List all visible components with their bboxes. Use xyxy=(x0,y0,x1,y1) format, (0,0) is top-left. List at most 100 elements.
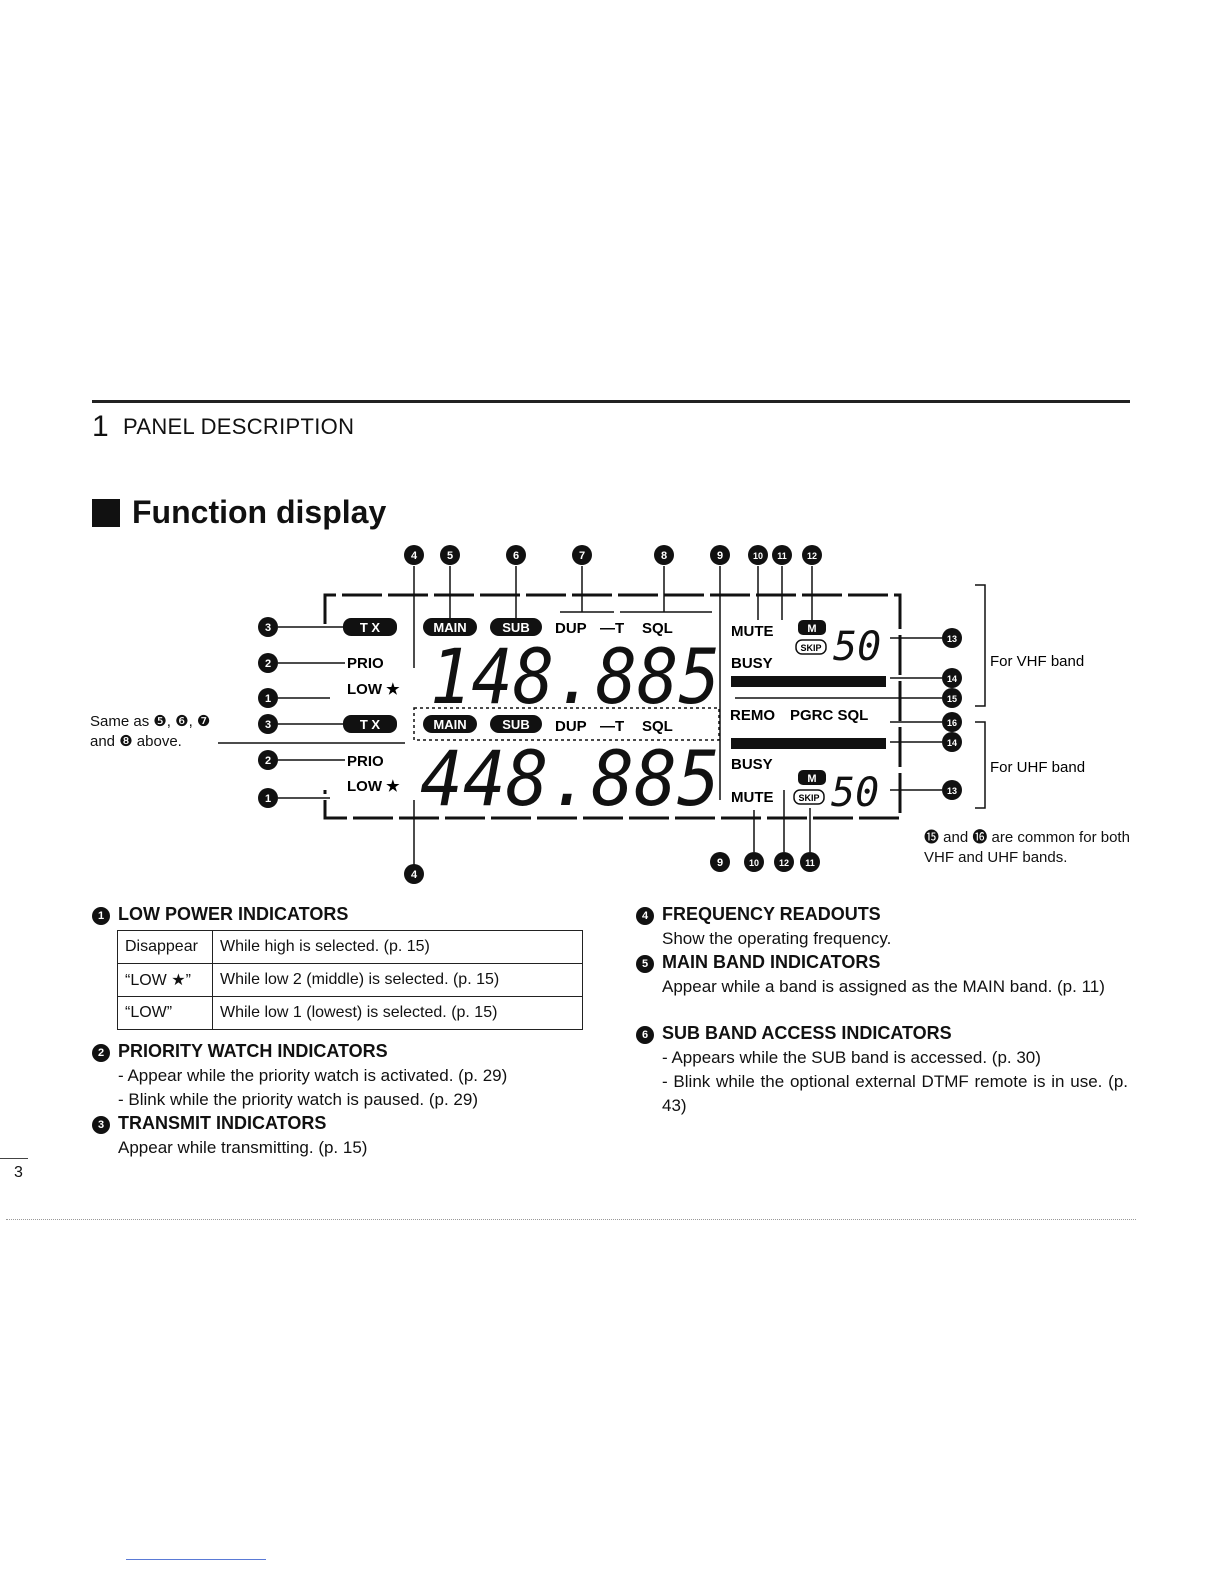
priority-line-1: - Appear while the priority watch is act… xyxy=(118,1066,508,1085)
table-cell: While low 2 (middle) is selected. (p. 15… xyxy=(212,963,583,997)
for-uhf-label: For UHF band xyxy=(990,759,1085,776)
callout-5: 5 xyxy=(447,550,453,562)
prio-indicator-uhf: PRIO xyxy=(347,753,384,770)
prio-indicator-vhf: PRIO xyxy=(347,655,384,672)
mute-indicator-vhf: MUTE xyxy=(731,623,774,640)
callout-4-bottom: 4 xyxy=(411,869,418,881)
s-meter-uhf xyxy=(731,738,886,749)
callout-4: 4 xyxy=(411,550,418,562)
frequency-line-1: Show the operating frequency. xyxy=(662,929,892,948)
page-number: 3 xyxy=(14,1164,23,1181)
callout-16: 16 xyxy=(947,718,957,728)
tx-indicator-vhf: T X xyxy=(360,620,381,635)
tone-indicator-common: —T xyxy=(600,718,624,735)
dup-indicator-common: DUP xyxy=(555,718,587,735)
callout-9-bottom: 9 xyxy=(717,857,723,869)
callout-2-vhf: 2 xyxy=(265,658,271,670)
section-title-text: Function display xyxy=(132,494,387,530)
priority-line-2: - Blink while the priority watch is paus… xyxy=(118,1090,478,1109)
callout-9: 9 xyxy=(717,550,723,562)
table-row: “LOW ★”While low 2 (middle) is selected.… xyxy=(117,963,583,997)
item-3-marker: 3 xyxy=(92,1116,110,1134)
callout-13-uhf: 13 xyxy=(947,786,957,796)
busy-indicator-vhf: BUSY xyxy=(731,655,773,672)
frequency-readout-uhf: 448.885 xyxy=(420,734,720,823)
tx-indicator-uhf: T X xyxy=(360,717,381,732)
skip-indicator-uhf: SKIP xyxy=(798,793,819,803)
sub-indicator-common: SUB xyxy=(502,717,529,732)
callout-1-uhf: 1 xyxy=(265,793,271,805)
callout-12: 12 xyxy=(807,551,817,561)
callout-7: 7 xyxy=(579,550,585,562)
callout-2-uhf: 2 xyxy=(265,755,271,767)
function-display-diagram: 4 5 6 7 8 9 10 11 12 3 2 1 3 2 1 13 14 1… xyxy=(218,545,1085,884)
callout-11-bottom: 11 xyxy=(805,858,815,868)
callout-10: 10 xyxy=(753,551,763,561)
remo-indicator: REMO xyxy=(730,707,775,724)
callout-14-uhf: 14 xyxy=(947,738,957,748)
scan-artifact-line xyxy=(6,1219,1136,1220)
callout-15: 15 xyxy=(947,694,957,704)
low-power-title: LOW POWER INDICATORS xyxy=(118,904,349,924)
channel-readout-vhf: 50 xyxy=(833,624,881,670)
callout-14-vhf: 14 xyxy=(947,674,957,684)
sql-indicator-common: SQL xyxy=(642,718,673,735)
low-indicator-vhf: LOW ★ xyxy=(347,681,400,698)
tone-indicator-vhf: —T xyxy=(600,620,624,637)
table-cell: Disappear xyxy=(117,930,213,964)
callout-10-bottom: 10 xyxy=(749,858,759,868)
dup-indicator-vhf: DUP xyxy=(555,620,587,637)
sub-band-title: SUB BAND ACCESS INDICATORS xyxy=(662,1023,952,1043)
sub-band-heading: 6 SUB BAND ACCESS INDICATORS xyxy=(636,1023,952,1044)
callout-3-uhf: 3 xyxy=(265,719,271,731)
item-4-marker: 4 xyxy=(636,907,654,925)
busy-indicator-uhf: BUSY xyxy=(731,756,773,773)
frequency-title: FREQUENCY READOUTS xyxy=(662,904,881,924)
priority-heading: 2 PRIORITY WATCH INDICATORS xyxy=(92,1041,388,1062)
main-indicator-vhf: MAIN xyxy=(433,620,466,635)
sub-band-line-1: - Appears while the SUB band is accessed… xyxy=(662,1048,1041,1067)
chapter-number: 1 xyxy=(92,410,109,443)
section-square-icon xyxy=(92,498,120,527)
main-indicator-common: MAIN xyxy=(433,717,466,732)
table-row: “LOW”While low 1 (lowest) is selected. (… xyxy=(117,996,583,1030)
chapter-heading: 1 PANEL DESCRIPTION xyxy=(92,410,354,444)
callout-1-vhf: 1 xyxy=(265,693,271,705)
item-2-marker: 2 xyxy=(92,1044,110,1062)
common-note: ⓯ and ⓰ are common for both VHF and UHF … xyxy=(924,829,1130,866)
item-6-marker: 6 xyxy=(636,1026,654,1044)
transmit-line-1: Appear while transmitting. (p. 15) xyxy=(118,1138,368,1157)
low-power-heading: 1 LOW POWER INDICATORS xyxy=(92,904,348,925)
priority-title: PRIORITY WATCH INDICATORS xyxy=(118,1041,388,1061)
chapter-title: PANEL DESCRIPTION xyxy=(123,414,355,439)
sql-indicator-vhf: SQL xyxy=(642,620,673,637)
callout-6: 6 xyxy=(513,550,519,562)
for-vhf-label: For VHF band xyxy=(990,653,1084,670)
transmit-heading: 3 TRANSMIT INDICATORS xyxy=(92,1113,326,1134)
pgrc-sql-indicator: PGRC SQL xyxy=(790,707,868,724)
page-number-rule xyxy=(0,1158,28,1159)
scan-artifact-blue-line xyxy=(126,1559,266,1560)
low-indicator-uhf: LOW ★ xyxy=(347,778,400,795)
callout-13-vhf: 13 xyxy=(947,634,957,644)
channel-readout-uhf: 50 xyxy=(831,770,879,816)
transmit-title: TRANSMIT INDICATORS xyxy=(118,1113,327,1133)
main-band-line-1: Appear while a band is assigned as the M… xyxy=(662,977,1105,996)
frequency-readout-vhf: 148.885 xyxy=(430,632,720,721)
table-cell: “LOW ★” xyxy=(117,963,213,997)
mute-indicator-uhf: MUTE xyxy=(731,789,774,806)
item-1-marker: 1 xyxy=(92,907,110,925)
memory-indicator-uhf: M xyxy=(807,773,816,785)
header-rule xyxy=(92,400,1130,403)
table-cell: While high is selected. (p. 15) xyxy=(212,930,583,964)
skip-indicator-vhf: SKIP xyxy=(800,643,821,653)
sub-band-line-2: - Blink while the optional external DTMF… xyxy=(662,1072,1128,1115)
callout-3-vhf: 3 xyxy=(265,622,271,634)
table-cell: “LOW” xyxy=(117,996,213,1030)
frequency-heading: 4 FREQUENCY READOUTS xyxy=(636,904,881,925)
callout-11: 11 xyxy=(777,551,787,561)
memory-indicator-vhf: M xyxy=(807,623,816,635)
